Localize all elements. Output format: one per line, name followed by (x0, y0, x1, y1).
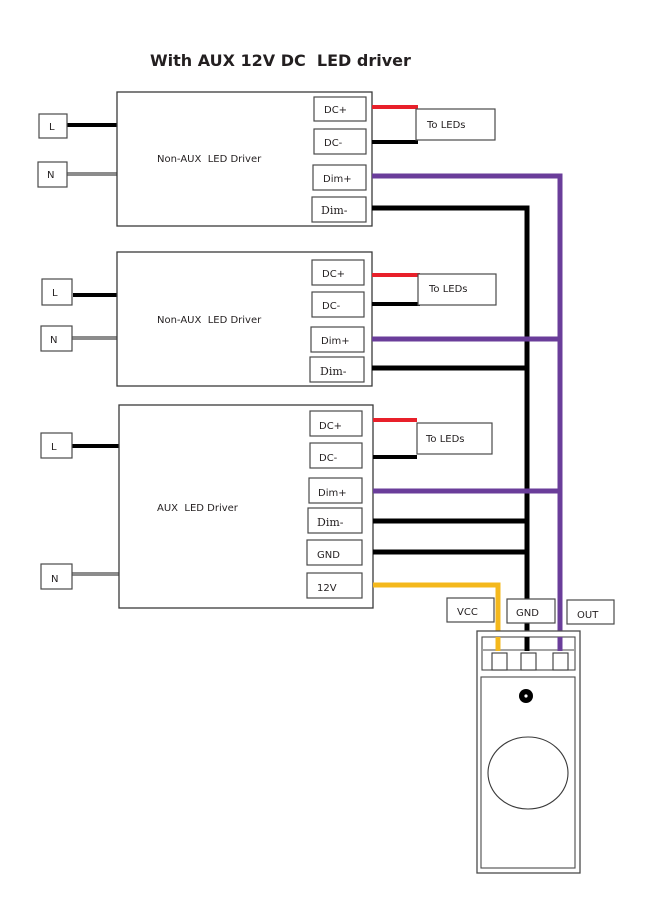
vcc-pin-label: VCC (457, 607, 478, 618)
out-pin-label-box (566, 599, 615, 625)
dim-plus-terminal (308, 477, 363, 504)
live-label: L (52, 288, 58, 299)
to-leds-label: To LEDs (426, 120, 466, 131)
dim-plus-label: Dim+ (321, 336, 350, 347)
dc-minus-terminal (311, 291, 365, 318)
dim-signal-bus (372, 173, 563, 655)
live-terminal (38, 113, 68, 139)
driver-name: Non-AUX LED Driver (157, 154, 262, 165)
dc-minus-terminal (309, 442, 363, 469)
dc-plus-label: DC+ (319, 421, 342, 432)
gnd-pin-label: GND (516, 608, 539, 619)
dim-minus-terminal (309, 356, 365, 383)
driver-name: AUX LED Driver (157, 503, 239, 514)
dc-plus-label: DC+ (324, 105, 347, 116)
diagram-title: With AUX 12V DC LED driver (150, 51, 411, 70)
dim-signal-bus-wire (372, 173, 563, 655)
dc-plus-label: DC+ (322, 269, 345, 280)
pir-lens (487, 736, 569, 810)
ground-bus (372, 205, 530, 655)
dc-plus-terminal (311, 259, 365, 286)
dc-minus-label: DC- (319, 453, 338, 464)
live-terminal (40, 432, 73, 459)
vcc-screw-terminal[interactable] (491, 652, 508, 671)
gnd-terminal (306, 539, 363, 566)
12v-label: 12V (317, 583, 337, 594)
to-leds-box (417, 273, 497, 306)
dim-plus-terminal (310, 326, 365, 353)
gnd-screw-terminal[interactable] (520, 652, 537, 671)
dim-plus-label: Dim+ (323, 174, 352, 185)
dim-minus-terminal (307, 507, 363, 534)
gnd-pin-label-box (506, 598, 556, 624)
dim-minus-terminal (311, 196, 367, 223)
out-pin-label: OUT (577, 610, 599, 621)
dc-plus-terminal (309, 410, 363, 437)
driver-2: L N Non-AUX LED Driver DC+ DC- Dim+ Dim-… (40, 251, 497, 387)
neutral-terminal (40, 325, 73, 352)
neutral-label: N (51, 574, 58, 585)
sensor-module: VCC GND OUT (446, 597, 615, 874)
dc-minus-label: DC- (322, 301, 341, 312)
vcc-pin-label-box (446, 597, 495, 623)
dim-minus-label: Dim- (317, 516, 344, 529)
to-leds-box (415, 108, 496, 141)
live-label: L (51, 442, 57, 453)
gnd-label: GND (317, 550, 340, 561)
neutral-terminal (40, 563, 73, 590)
ground-bus-wire (372, 205, 530, 655)
dc-plus-terminal (313, 96, 367, 122)
to-leds-box (416, 422, 493, 455)
neutral-terminal (37, 161, 68, 188)
to-leds-label: To LEDs (425, 434, 465, 445)
indicator-led-center (524, 694, 528, 698)
live-label: L (49, 122, 55, 133)
neutral-label: N (50, 335, 57, 346)
dc-minus-label: DC- (324, 138, 343, 149)
to-leds-label: To LEDs (428, 284, 468, 295)
12v-terminal (306, 572, 363, 599)
driver-name: Non-AUX LED Driver (157, 315, 262, 326)
driver-1: L N Non-AUX LED Driver DC+ DC- Dim+ Dim-… (37, 91, 496, 227)
dc-minus-terminal (313, 128, 367, 155)
driver-3-aux: L N AUX LED Driver DC+ DC- Dim+ Dim- GND… (40, 404, 493, 609)
neutral-label: N (47, 170, 54, 181)
dim-plus-label: Dim+ (318, 488, 347, 499)
dim-minus-label: Dim- (321, 204, 348, 217)
dim-plus-terminal (312, 164, 367, 191)
dim-minus-label: Dim- (320, 365, 347, 378)
out-screw-terminal[interactable] (552, 652, 569, 671)
live-terminal (41, 278, 73, 306)
